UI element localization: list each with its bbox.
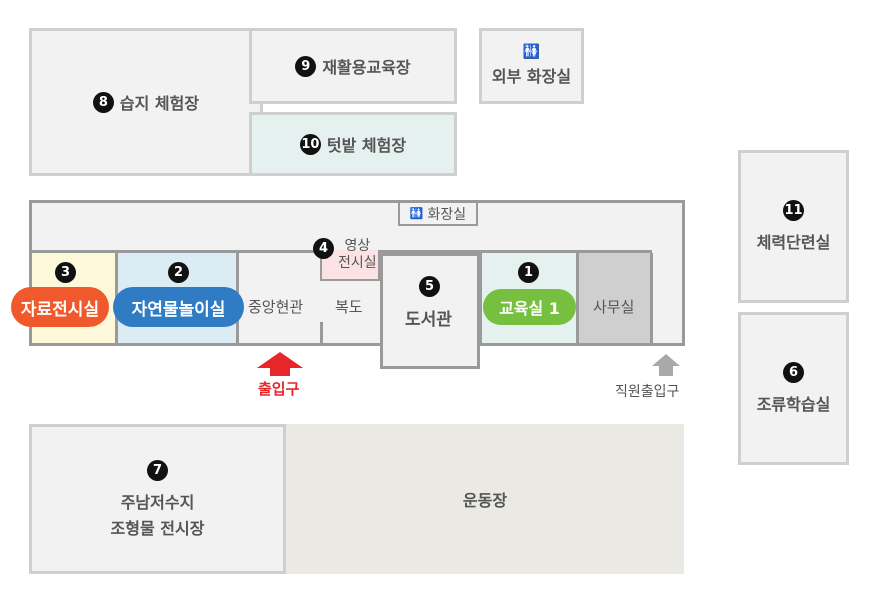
fitness-label: 체력단련실 [756,233,831,252]
divider-wall [576,253,579,343]
archive-label: 자료전시실 [20,299,100,320]
divider-wall [479,253,482,343]
bird-label: 조류학습실 [756,395,831,414]
playground[interactable]: 운동장 [286,424,684,574]
number-badge: 11 [783,200,804,221]
fitness-room[interactable]: 11 체력단련실 [738,150,849,303]
number-badge: 7 [147,459,168,481]
garden-label: 텃밭 체험장 [326,136,407,155]
bird-study-room[interactable]: 6 조류학습실 [738,312,849,465]
number-badge: 5 [419,276,440,297]
restroom-icon: 🚻 [409,207,424,220]
pond-label-line1: 주남저수지 [120,492,195,512]
divider-wall [320,322,323,343]
main-entrance-label: 출입구 [258,380,300,398]
playground-label: 운동장 [462,491,508,510]
number-badge: 8 [92,91,114,113]
library-label: 도서관 [405,310,452,330]
main-entrance-arrow-icon [257,352,303,376]
wetland-experience-room[interactable]: 8 습지 체험장 [29,28,263,176]
outdoor-restroom-label: 외부 화장실 [491,67,572,86]
outdoor-restroom[interactable]: 🚻 외부 화장실 [479,28,584,104]
office-room[interactable] [577,253,652,343]
number-badge: 2 [168,262,189,283]
video-label-line1: 영상 [344,238,371,254]
corridor-wall [32,250,320,253]
number-badge: 9 [295,55,317,77]
divider-wall [650,253,653,343]
video-label-group: 4 영상 전시실 [313,238,377,272]
hallway-label: 복도 [335,298,363,316]
number-badge: 10 [299,133,321,155]
staff-entrance-label: 직원출입구 [615,384,680,400]
library-room[interactable] [380,253,480,369]
number-badge: 4 [313,238,334,259]
number-badge: 3 [55,262,76,283]
restroom-icon: 🚻 [522,44,541,60]
wetland-label: 습지 체험장 [119,94,200,113]
garden-experience-room[interactable]: 10 텃밭 체험장 [249,112,457,176]
education-room-1-label: 교육실 1 [499,299,560,318]
video-label-line2: 전시실 [338,255,377,271]
education-room-1-label-pill[interactable]: 교육실 1 [483,289,576,325]
nature-play-label-pill[interactable]: 자연물놀이실 [113,287,244,327]
staff-entrance-arrow-icon [652,354,680,376]
corridor-wall [380,250,652,253]
indoor-restroom-label: 화장실 [427,206,467,223]
number-badge: 6 [783,362,804,383]
recycling-label: 재활용교육장 [322,58,411,77]
lobby-label: 중앙현관 [248,298,304,316]
junam-reservoir-sculpture-exhibit[interactable]: 7 주남저수지 조형물 전시장 [29,424,286,574]
indoor-restroom[interactable]: 🚻 화장실 [398,203,478,226]
number-badge: 1 [518,262,539,283]
archive-label-pill[interactable]: 자료전시실 [11,287,109,327]
recycling-education-room[interactable]: 9 재활용교육장 [249,28,457,104]
pond-label-line2: 조형물 전시장 [110,518,205,538]
office-label: 사무실 [593,298,635,316]
nature-play-label: 자연물놀이실 [131,299,226,320]
